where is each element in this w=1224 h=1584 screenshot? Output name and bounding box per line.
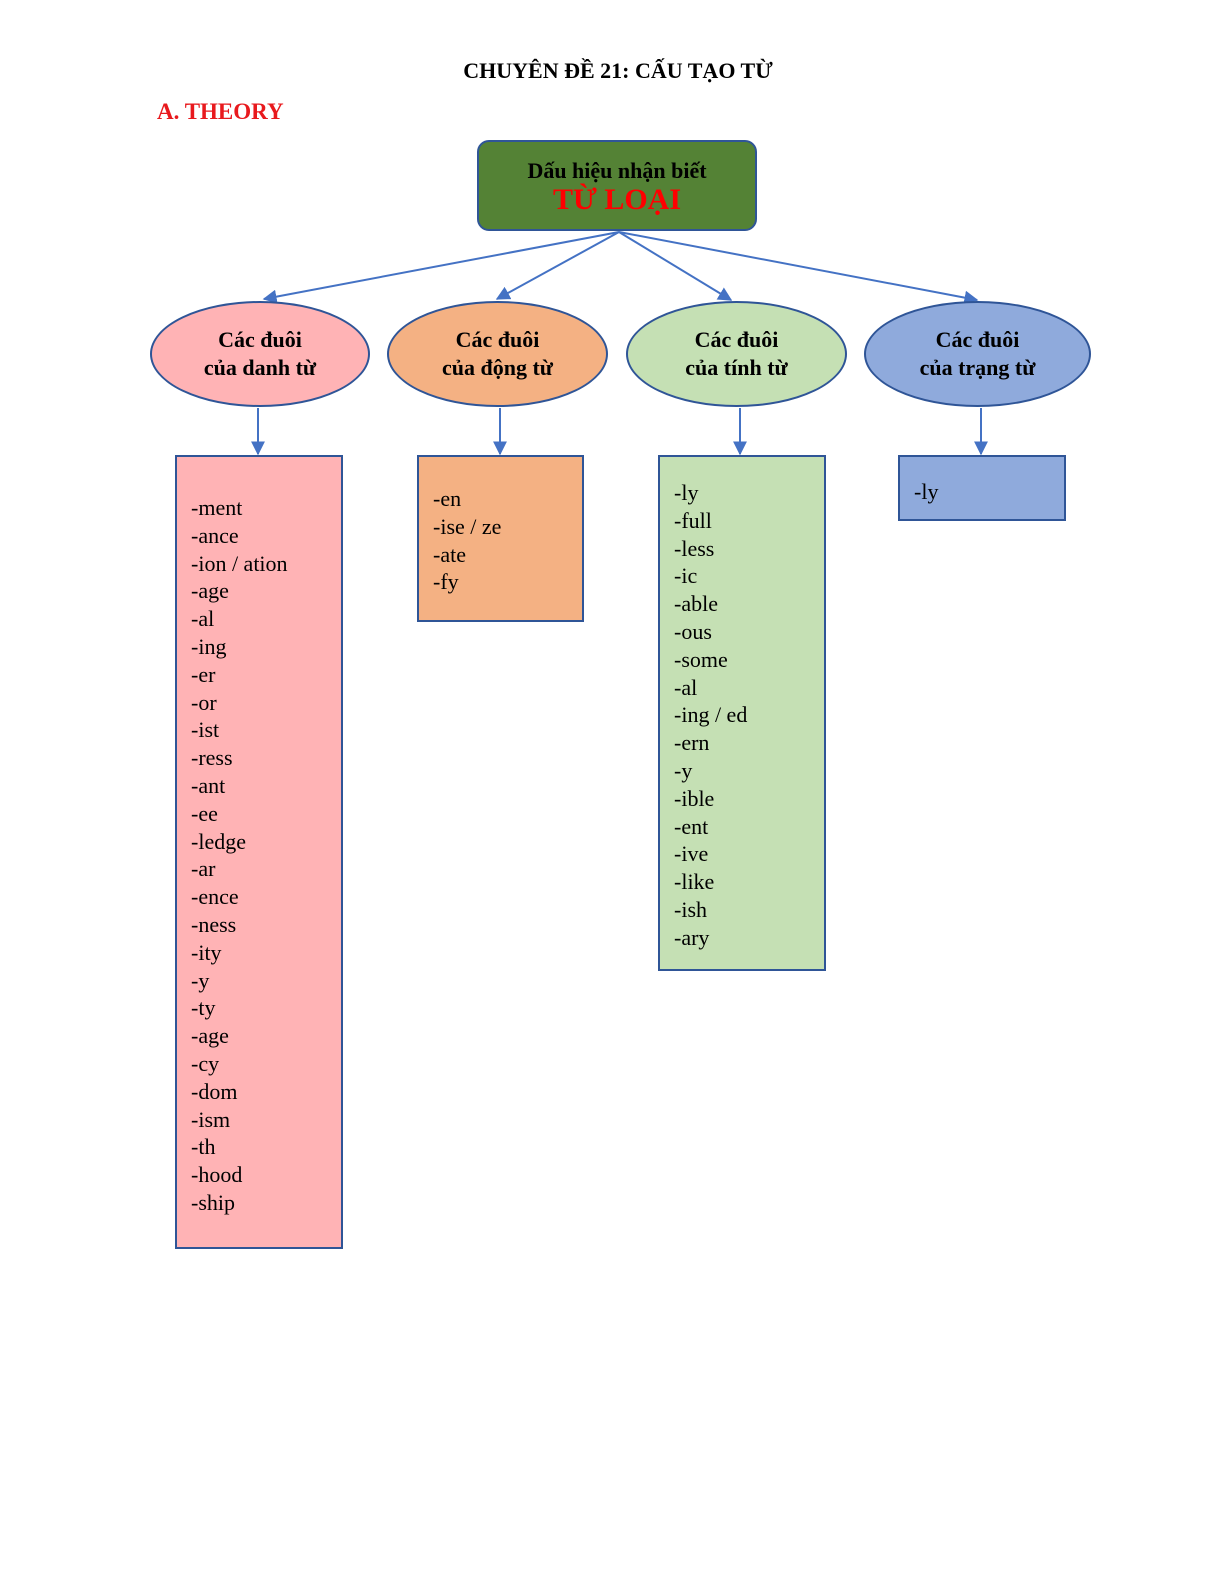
suffix-item: -able xyxy=(674,591,718,617)
category-label-line1: Các đuôi xyxy=(694,327,779,352)
suffix-item: -ar xyxy=(191,856,216,882)
category-label-line2: của tính từ xyxy=(685,355,788,380)
suffix-item: -th xyxy=(191,1134,216,1160)
suffix-item: -ness xyxy=(191,911,237,937)
suffix-item: -ship xyxy=(191,1189,235,1215)
suffix-item: -er xyxy=(191,661,216,687)
suffix-list-adjective: -ly-full-less-ic-able-ous-some-al-ing / … xyxy=(658,455,826,971)
suffix-item: -ly xyxy=(914,479,939,504)
suffix-item: -y xyxy=(191,967,210,993)
connector-root-to-category-3 xyxy=(618,231,979,305)
suffix-list-adverb: -ly xyxy=(898,455,1066,521)
suffix-item: -ary xyxy=(674,924,710,950)
suffix-item: -ous xyxy=(674,618,712,644)
suffix-item: -dom xyxy=(191,1078,238,1104)
suffix-item: -y xyxy=(674,757,693,783)
suffix-item: -ment xyxy=(191,495,243,520)
suffix-item: -ence xyxy=(191,884,239,910)
suffix-item: -ate xyxy=(433,541,466,567)
suffix-list-verb: -en-ise / ze-ate-fy xyxy=(417,455,584,622)
suffix-item: -or xyxy=(191,689,217,715)
suffix-item: -age xyxy=(191,578,229,604)
category-label-line2: của động từ xyxy=(442,355,553,380)
suffix-item: -ish xyxy=(674,896,707,922)
category-label-line2: của trạng từ xyxy=(919,355,1036,380)
suffix-item: -full xyxy=(674,507,712,533)
suffix-item: -cy xyxy=(191,1050,220,1076)
connector-root-to-category-1 xyxy=(495,231,620,300)
suffix-item: -ic xyxy=(674,563,698,589)
suffix-item: -ern xyxy=(674,730,710,756)
category-label-line1: Các đuôi xyxy=(218,327,302,352)
suffix-item: -en xyxy=(433,486,462,511)
suffix-item: -less xyxy=(674,535,715,561)
suffix-item: -ty xyxy=(191,995,216,1021)
connector-root-to-category-2 xyxy=(618,231,733,301)
page-title: CHUYÊN ĐỀ 21: CẤU TẠO TỪ xyxy=(463,58,773,83)
suffix-item: -ible xyxy=(674,785,715,811)
suffix-item: -ly xyxy=(674,480,699,505)
category-label-line1: Các đuôi xyxy=(935,327,1020,352)
suffix-item: -ee xyxy=(191,800,218,826)
suffix-item: -ing xyxy=(191,633,227,659)
category-node-verb: Các đuôi của động từ xyxy=(387,301,608,407)
suffix-item: -like xyxy=(674,869,715,895)
category-node-adverb: Các đuôi của trạng từ xyxy=(864,301,1091,407)
connector-root-to-category-0 xyxy=(262,231,620,304)
suffix-item: -al xyxy=(674,674,698,700)
suffix-item: -ent xyxy=(674,813,709,839)
suffix-item: -ress xyxy=(191,745,233,771)
suffix-item: -ledge xyxy=(191,828,246,854)
suffix-item: -ing / ed xyxy=(674,702,748,728)
category-node-adjective: Các đuôi của tính từ xyxy=(626,301,847,407)
suffix-item: -ion / ation xyxy=(191,550,288,576)
suffix-item: -al xyxy=(191,606,215,632)
root-label-line1: Dấu hiệu nhận biết xyxy=(527,158,707,183)
suffix-item: -ise / ze xyxy=(433,513,502,539)
suffix-item: -age xyxy=(191,1023,229,1049)
suffix-item: -some xyxy=(674,646,728,672)
suffix-item: -ity xyxy=(191,939,222,965)
section-heading: A. THEORY xyxy=(157,99,284,124)
suffix-item: -ist xyxy=(191,717,220,743)
suffix-list-noun: -ment-ance-ion / ation-age-al-ing-er-or-… xyxy=(175,455,343,1249)
suffix-item: -ive xyxy=(674,841,709,867)
category-node-noun: Các đuôi của danh từ xyxy=(150,301,370,407)
suffix-item: -fy xyxy=(433,569,459,595)
category-label-line1: Các đuôi xyxy=(455,327,540,352)
suffix-item: -ism xyxy=(191,1106,231,1132)
root-label-line2: TỪ LOẠI xyxy=(552,183,682,216)
suffix-item: -ance xyxy=(191,522,239,548)
category-label-line2: của danh từ xyxy=(203,355,317,380)
suffix-item: -ant xyxy=(191,772,226,798)
root-node: Dấu hiệu nhận biết TỪ LOẠI xyxy=(477,140,757,231)
suffix-item: -hood xyxy=(191,1162,243,1188)
